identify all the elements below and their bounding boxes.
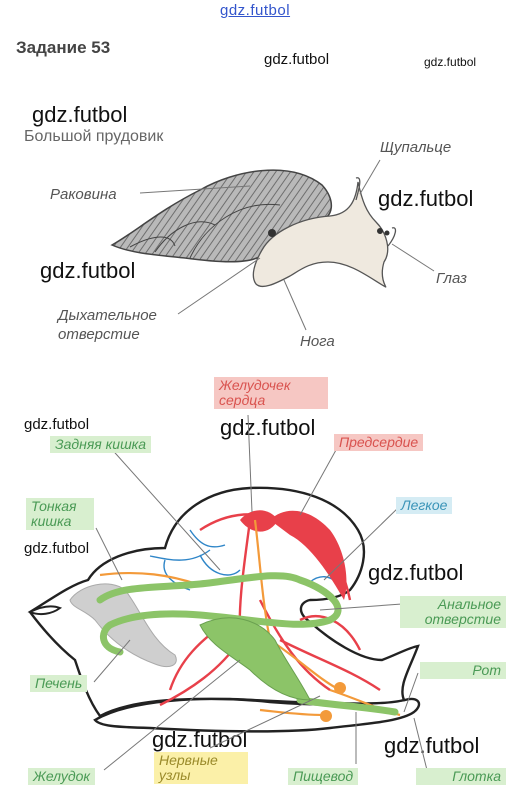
label-stomach: Желудок — [28, 768, 96, 785]
watermark: gdz.futbol — [24, 416, 90, 433]
label-esophagus: Пищевод — [288, 768, 359, 785]
label-anal-opening: Анальное отверстие — [400, 596, 506, 628]
label-liver: Печень — [30, 675, 88, 692]
label-small-intestine: Тонкая кишка — [26, 498, 94, 530]
watermark: gdz.futbol — [368, 560, 464, 585]
watermark: gdz.futbol — [40, 258, 136, 283]
watermark: gdz.futbol — [384, 733, 480, 758]
label-eye: Глаз — [436, 270, 467, 287]
page-title: Задание 53 — [16, 38, 111, 57]
label-nerve-ganglia: Нервные узлы — [154, 752, 248, 784]
label-hindgut: Задняя кишка — [50, 436, 152, 453]
stomach — [199, 617, 311, 701]
label-lung: Легкое — [396, 497, 453, 514]
watermark: gdz.futbol — [32, 102, 128, 127]
label-tentacle: Щупальце — [380, 139, 452, 156]
label-foot: Нога — [300, 333, 335, 350]
watermark: gdz.futbol — [424, 55, 477, 69]
watermark: gdz.futbol — [264, 51, 330, 68]
label-pharynx: Глотка — [416, 768, 506, 785]
snail-caption: Большой прудовик — [24, 128, 164, 145]
label-atrium: Предсердие — [334, 434, 424, 451]
label-breathing-hole: Дыхательное отверстие — [58, 307, 157, 343]
watermark: gdz.futbol — [378, 186, 474, 211]
label-shell: Раковина — [50, 186, 117, 203]
watermark-top: gdz.futbol — [220, 2, 291, 19]
watermark: gdz.futbol — [220, 415, 316, 440]
snail-foot — [252, 181, 389, 288]
label-mouth: Рот — [420, 662, 506, 679]
watermark: gdz.futbol — [24, 540, 90, 557]
liver — [69, 583, 177, 668]
label-ventricle: Желудочек сердца — [214, 377, 328, 409]
